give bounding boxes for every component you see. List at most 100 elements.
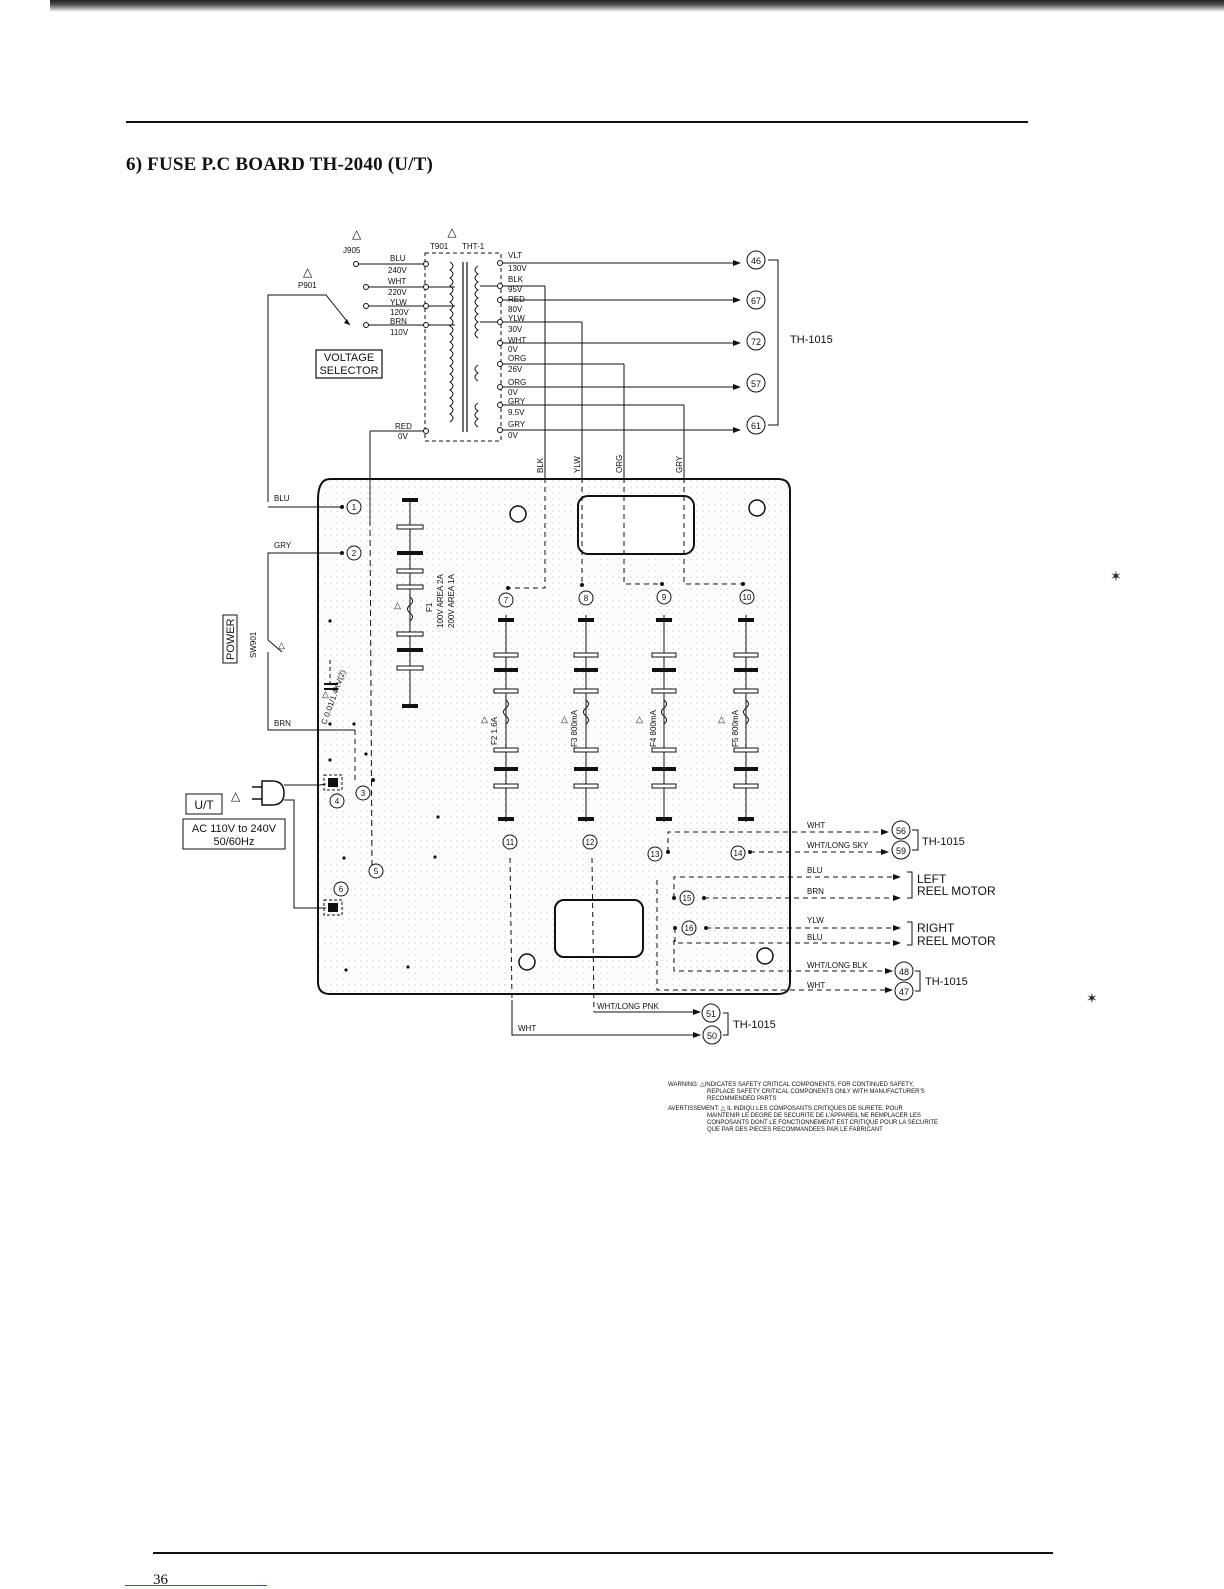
svg-text:△: △ (303, 265, 313, 279)
page-number: 36 (153, 1572, 168, 1588)
svg-text:1: 1 (352, 503, 357, 512)
svg-text:BLU: BLU (390, 254, 406, 263)
svg-text:95V: 95V (508, 285, 523, 294)
svg-text:YLW: YLW (807, 916, 824, 925)
svg-text:15: 15 (683, 894, 692, 903)
svg-text:ORG: ORG (615, 455, 624, 473)
svg-text:ORG: ORG (508, 354, 526, 363)
svg-text:TH-1015: TH-1015 (922, 836, 965, 848)
svg-text:RED: RED (395, 422, 412, 431)
svg-text:72: 72 (751, 337, 761, 347)
svg-text:F2 1.6A: F2 1.6A (490, 716, 499, 745)
svg-text:0V: 0V (398, 432, 408, 441)
header-rule (126, 121, 1028, 123)
svg-text:47: 47 (899, 987, 909, 997)
svg-text:12: 12 (586, 838, 595, 847)
svg-text:YLW: YLW (390, 298, 407, 307)
fuse-f1: △ F1 100V AREA 2A 200V AREA 1A (394, 498, 456, 708)
svg-text:△: △ (636, 714, 643, 724)
fuse-f2: 7 △ F2 1.6A 11 (481, 478, 546, 1001)
svg-text:RECOMMENDED PARTS: RECOMMENDED PARTS (707, 1096, 776, 1102)
svg-text:5: 5 (374, 867, 379, 876)
right-outputs: WHT 56 WHT/LONG SKY 59 TH-1015 15 BLU BR… (656, 820, 996, 1001)
svg-text:WHT: WHT (807, 981, 825, 990)
svg-text:0V: 0V (508, 431, 518, 440)
scan-speck: ✶ (1086, 990, 1098, 1006)
svg-text:11: 11 (506, 838, 515, 847)
svg-text:WHT: WHT (807, 821, 825, 830)
svg-text:7: 7 (504, 596, 509, 605)
svg-text:AC 110V to 240V: AC 110V to 240V (192, 823, 277, 835)
svg-text:13: 13 (651, 850, 660, 859)
svg-text:220V: 220V (388, 288, 407, 297)
svg-text:BLU: BLU (807, 866, 823, 875)
svg-text:46: 46 (751, 256, 761, 266)
svg-text:△: △ (394, 600, 401, 610)
svg-text:△: △ (278, 640, 285, 650)
svg-text:67: 67 (751, 296, 761, 306)
svg-text:SW901: SW901 (249, 631, 258, 658)
svg-text:VOLTAGE: VOLTAGE (324, 352, 374, 364)
svg-text:REEL MOTOR: REEL MOTOR (917, 884, 996, 898)
svg-text:56: 56 (896, 826, 906, 836)
svg-text:GRY: GRY (508, 397, 526, 406)
svg-text:100V AREA 2A: 100V AREA 2A (436, 574, 445, 628)
svg-text:3: 3 (361, 789, 366, 798)
svg-text:WARNING: △INDICATES SAFETY CRI: WARNING: △INDICATES SAFETY CRITICAL COMP… (668, 1082, 914, 1088)
svg-text:△: △ (718, 714, 725, 724)
svg-text:VLT: VLT (508, 251, 522, 260)
svg-text:130V: 130V (508, 264, 527, 273)
svg-text:TH-1015: TH-1015 (733, 1019, 776, 1031)
footer-rule (153, 1552, 1053, 1554)
svg-text:CONPOSANTS DONT LE FONCTIONNEM: CONPOSANTS DONT LE FONCTIONNEMENT EST CR… (707, 1120, 938, 1126)
svg-text:BLU: BLU (807, 933, 823, 942)
svg-text:10: 10 (743, 593, 752, 602)
svg-text:16: 16 (685, 924, 694, 933)
svg-text:THT-1: THT-1 (462, 242, 485, 251)
svg-text:80V: 80V (508, 305, 523, 314)
svg-text:WHT/LONG BLK: WHT/LONG BLK (807, 961, 868, 970)
svg-text:WHT: WHT (388, 277, 406, 286)
svg-text:△: △ (231, 789, 241, 803)
svg-text:△: △ (322, 689, 329, 699)
bottom-outputs: WHT/LONG PNK 51 WHT 50 TH-1015 (511, 1000, 776, 1045)
svg-text:BLK: BLK (508, 275, 524, 284)
svg-text:WHT/LONG SKY: WHT/LONG SKY (807, 841, 869, 850)
fuse-f3: 8 △ F3 800mA 12 (561, 478, 599, 1013)
svg-text:SELECTOR: SELECTOR (319, 365, 378, 377)
svg-text:P901: P901 (298, 281, 317, 290)
fuse-f4: 9 △ F4 800mA 13 (623, 478, 677, 862)
svg-text:110V: 110V (390, 328, 409, 337)
svg-text:REPLACE SAFETY CRITICAL COMPON: REPLACE SAFETY CRITICAL COMPONENTS ONLY … (707, 1089, 925, 1095)
svg-text:F4 800mA: F4 800mA (649, 709, 658, 747)
secondary-wiring: VLT 130V BLK 95V RED 80V YLW 30V WHT 0V … (480, 250, 833, 478)
svg-text:△: △ (481, 714, 488, 724)
svg-text:200V AREA 1A: 200V AREA 1A (447, 574, 456, 628)
svg-text:YLW: YLW (573, 456, 582, 473)
svg-text:BRN: BRN (807, 887, 824, 896)
fuse-f5: 10 △ F5 800mA 14 (683, 478, 759, 861)
svg-text:0V: 0V (508, 345, 518, 354)
svg-text:48: 48 (899, 967, 909, 977)
svg-text:LEFT: LEFT (917, 872, 947, 886)
svg-text:GRY: GRY (508, 420, 526, 429)
svg-text:ORG: ORG (508, 378, 526, 387)
primary-wiring: △ J905 BLU 240V WHT 220V YLW 120V BRN 11… (267, 227, 455, 871)
scan-speck: ✶ (1110, 568, 1122, 584)
svg-text:F5 800mA: F5 800mA (731, 709, 740, 747)
svg-text:YLW: YLW (508, 314, 525, 323)
svg-text:BLK: BLK (536, 457, 545, 473)
svg-text:2: 2 (352, 549, 357, 558)
svg-text:AVERTISSEMENT: △ IL INDIQU LES: AVERTISSEMENT: △ IL INDIQU LES COMPOSANT… (668, 1106, 904, 1112)
transformer-section: △ T901 THT-1 (424, 225, 502, 442)
page-title: 6) FUSE P.C BOARD TH-2040 (U/T) (126, 154, 434, 175)
svg-text:POWER: POWER (225, 618, 237, 660)
svg-text:9: 9 (662, 593, 667, 602)
svg-text:BLU: BLU (274, 494, 290, 503)
svg-text:GRY: GRY (274, 541, 292, 550)
svg-text:U/T: U/T (194, 798, 214, 812)
svg-text:30V: 30V (508, 325, 523, 334)
svg-text:50: 50 (707, 1031, 717, 1041)
